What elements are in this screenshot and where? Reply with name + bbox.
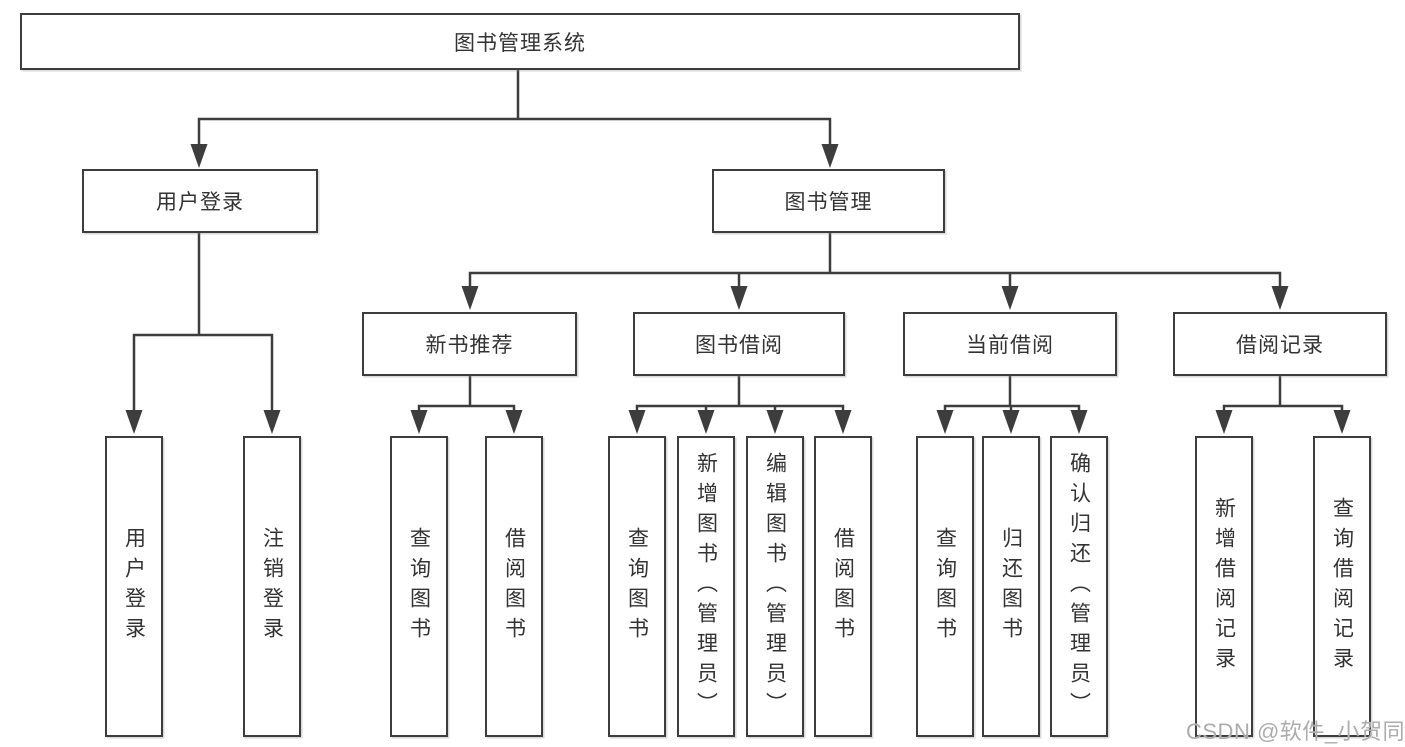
- node-label: 用户登录: [156, 191, 244, 214]
- node-label: 编辑图书（管理员）: [763, 451, 787, 722]
- leaf-borrow-books-recommend: 借阅图书: [485, 436, 543, 737]
- leaf-query-books-borrow: 查询图书: [608, 436, 666, 737]
- node-label: 新增借阅记录: [1212, 496, 1236, 677]
- leaf-return-books: 归还图书: [982, 436, 1040, 737]
- node-label: 查询图书: [407, 526, 431, 647]
- node-library-management-system: 图书管理系统: [20, 13, 1020, 70]
- node-label: 用户登录: [122, 526, 146, 647]
- leaf-user-login: 用户登录: [105, 436, 163, 737]
- leaf-logout: 注销登录: [243, 436, 301, 737]
- leaf-borrow-books: 借阅图书: [814, 436, 872, 737]
- node-label: 图书管理: [784, 191, 873, 214]
- node-label: 借阅图书: [502, 526, 526, 647]
- node-book-management: 图书管理: [712, 169, 945, 233]
- node-user-login: 用户登录: [82, 169, 318, 233]
- node-label: 确认归还（管理员）: [1067, 451, 1091, 722]
- node-label: 归还图书: [999, 526, 1023, 647]
- node-label: 借阅图书: [831, 526, 855, 647]
- node-label: 查询借阅记录: [1330, 496, 1354, 677]
- node-book-borrow: 图书借阅: [633, 312, 845, 376]
- node-label: 新增图书（管理员）: [694, 451, 718, 722]
- node-label: 查询图书: [625, 526, 649, 647]
- node-label: 图书管理系统: [454, 31, 586, 55]
- node-borrow-records: 借阅记录: [1173, 312, 1387, 376]
- node-label: 查询图书: [933, 526, 957, 647]
- leaf-query-books-recommend: 查询图书: [390, 436, 448, 737]
- node-new-book-recommend: 新书推荐: [362, 312, 577, 376]
- leaf-confirm-return-admin: 确认归还（管理员）: [1050, 436, 1108, 737]
- leaf-query-books-current: 查询图书: [916, 436, 974, 737]
- leaf-add-borrow-record: 新增借阅记录: [1195, 436, 1253, 737]
- leaf-edit-books-admin: 编辑图书（管理员）: [746, 436, 804, 737]
- node-current-borrow: 当前借阅: [903, 312, 1117, 376]
- csdn-watermark: CSDN @软件_小贺同学: [1186, 719, 1405, 744]
- node-label: 新书推荐: [425, 334, 514, 357]
- leaf-add-books-admin: 新增图书（管理员）: [677, 436, 735, 737]
- node-label: 图书借阅: [695, 334, 783, 357]
- node-label: 借阅记录: [1236, 334, 1324, 357]
- leaf-query-borrow-record: 查询借阅记录: [1313, 436, 1371, 737]
- node-label: 注销登录: [260, 526, 284, 647]
- node-label: 当前借阅: [966, 334, 1054, 357]
